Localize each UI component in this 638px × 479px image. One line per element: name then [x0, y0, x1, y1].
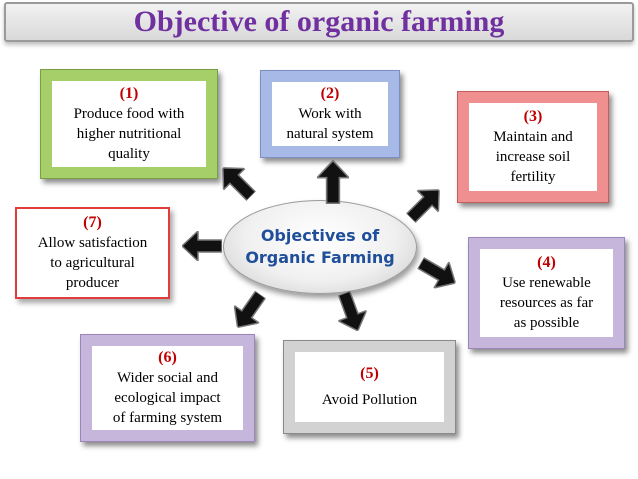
objective-text-line: of farming system	[112, 410, 223, 426]
objective-number: (1)	[119, 85, 139, 102]
objective-box-1: (1) Produce food with higher nutritional…	[40, 69, 218, 179]
arrow-to-objective-1	[222, 167, 257, 202]
objective-text-line: Wider social and	[116, 370, 219, 386]
objective-box-4-face: (4) Use renewable resources as far as po…	[480, 249, 613, 337]
objective-box-2: (2) Work with natural system	[260, 70, 400, 158]
arrow-to-objective-6	[233, 290, 267, 329]
arrow-to-objective-2	[317, 160, 349, 204]
page-title: Objective of organic farming	[133, 5, 505, 38]
objective-text-line: Use renewable	[502, 275, 591, 291]
arrow-to-objective-4	[416, 256, 457, 290]
objective-text-line: natural system	[286, 126, 374, 142]
objective-box-3-face: (3) Maintain and increase soil fertility	[469, 103, 597, 191]
objective-box-7-face: (7) Allow satisfaction to agricultural p…	[17, 211, 168, 295]
objective-text-line: fertility	[510, 169, 556, 185]
objective-text-line: as possible	[513, 315, 580, 331]
objective-box-2-face: (2) Work with natural system	[272, 82, 388, 146]
center-title-line2: Organic Farming	[245, 248, 395, 267]
objective-number: (2)	[320, 85, 340, 102]
objective-box-1-face: (1) Produce food with higher nutritional…	[52, 81, 206, 167]
title-bar: Objective of organic farming	[4, 2, 634, 42]
arrow-to-objective-7	[182, 231, 222, 261]
objective-box-5-face: (5) Avoid Pollution	[295, 352, 444, 422]
objective-box-4: (4) Use renewable resources as far as po…	[468, 237, 625, 349]
objective-number: (3)	[523, 108, 543, 125]
objective-text-line: Produce food with	[73, 106, 185, 122]
objective-box-3: (3) Maintain and increase soil fertility	[457, 91, 609, 203]
objective-box-6-face: (6) Wider social and ecological impact o…	[92, 346, 243, 430]
arrow-to-objective-5	[336, 290, 368, 332]
objective-text-line: Work with	[298, 106, 362, 122]
objective-text-line: Maintain and	[493, 129, 573, 145]
objective-text-line: higher nutritional	[76, 126, 182, 142]
objective-text-line: producer	[65, 275, 120, 291]
center-title-line1: Objectives of	[260, 226, 380, 245]
objective-number: (6)	[158, 349, 177, 366]
objective-number: (4)	[537, 254, 556, 271]
objective-number: (5)	[360, 365, 379, 382]
objective-text-line: resources as far	[499, 295, 594, 311]
objective-number: (7)	[83, 214, 102, 231]
objective-text-line: ecological impact	[114, 390, 221, 406]
objective-box-6: (6) Wider social and ecological impact o…	[80, 334, 255, 442]
objective-box-5: (5) Avoid Pollution	[283, 340, 456, 434]
objective-text-line: to agricultural	[50, 255, 135, 271]
objective-text-line: increase soil	[495, 149, 571, 165]
objective-box-7: (7) Allow satisfaction to agricultural p…	[15, 207, 170, 299]
center-oval: Objectives of Organic Farming	[223, 200, 417, 294]
objective-text-line: quality	[108, 146, 150, 162]
arrow-to-objective-3	[405, 189, 440, 224]
objective-text-line: Avoid Pollution	[321, 392, 418, 408]
objective-text-line: Allow satisfaction	[37, 235, 148, 251]
